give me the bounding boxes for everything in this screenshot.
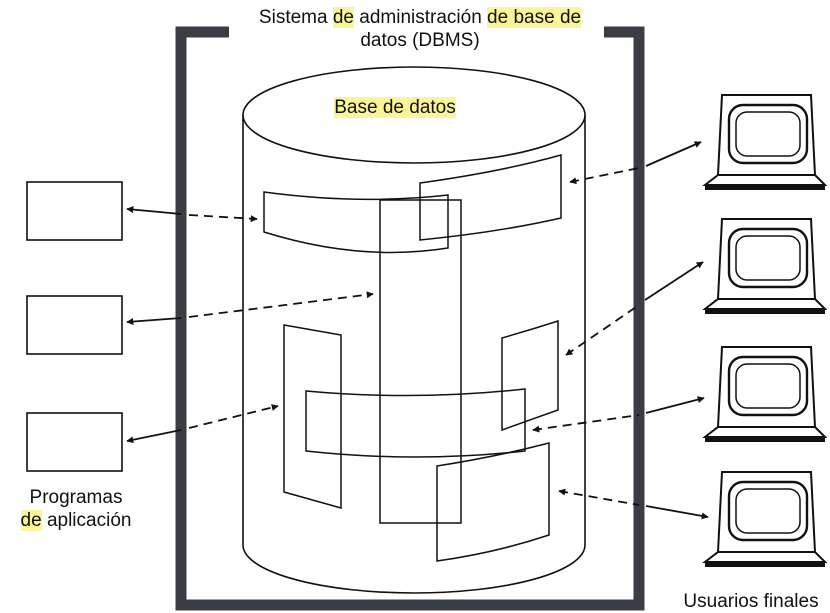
arrow-user-2-dashed [565, 304, 640, 356]
programs-label-part: aplicación [41, 510, 132, 531]
terminal-icon [702, 218, 828, 314]
database-label-text: Base de datos [334, 97, 456, 118]
view-bottom-right [436, 442, 550, 562]
arrow-user-4-dashed [558, 488, 640, 506]
data-views [263, 154, 562, 562]
terminal-icon [702, 94, 828, 190]
view-top-left [263, 191, 449, 254]
programs-label: Programas de aplicación [0, 486, 152, 532]
view-vertical [379, 199, 462, 524]
application-programs [26, 181, 123, 472]
view-middle-band [305, 388, 526, 458]
programs-label-line1: Programas [29, 487, 123, 508]
programs-label-line2: de aplicación [0, 509, 152, 532]
dbms-frame [175, 26, 645, 611]
arrow-program-3 [126, 429, 182, 444]
arrow-program-2-dashed [188, 291, 374, 318]
arrow-user-1 [645, 141, 702, 167]
program-arrows [126, 206, 374, 444]
arrow-user-2 [644, 261, 704, 301]
dbms-title: Sistema de administración de base de dat… [205, 6, 635, 52]
users-label: Usuarios finales [683, 591, 819, 612]
arrow-user-3-dashed [532, 414, 640, 433]
arrow-user-1-dashed [569, 167, 640, 185]
programs-label-highlight: de [20, 510, 42, 531]
dbms-title-line2: datos (DBMS) [360, 30, 480, 51]
dbms-title-line1: Sistema de administración de base de [205, 6, 635, 29]
terminal-icon [702, 346, 828, 442]
database-cylinder [242, 66, 586, 594]
end-user-terminals [702, 94, 828, 567]
title-part-highlight: de base de [487, 7, 582, 28]
arrow-program-1-dashed [188, 214, 258, 223]
terminal-icon [702, 471, 828, 567]
application-box-1 [26, 181, 123, 241]
title-part: administración [353, 7, 488, 28]
title-part: Sistema [258, 7, 333, 28]
arrow-user-4 [645, 505, 709, 520]
arrow-user-3 [645, 396, 705, 414]
arrow-program-2 [126, 317, 182, 326]
view-left-tall [283, 324, 342, 509]
view-top-right [419, 154, 562, 241]
application-box-3 [26, 412, 123, 472]
title-part-highlight: de [332, 7, 354, 28]
application-box-2 [26, 295, 123, 355]
arrow-program-3-dashed [188, 404, 279, 429]
arrow-program-1 [126, 206, 182, 215]
user-arrows [532, 141, 709, 520]
view-right-small [501, 319, 559, 432]
database-label: Base de datos [300, 96, 490, 119]
